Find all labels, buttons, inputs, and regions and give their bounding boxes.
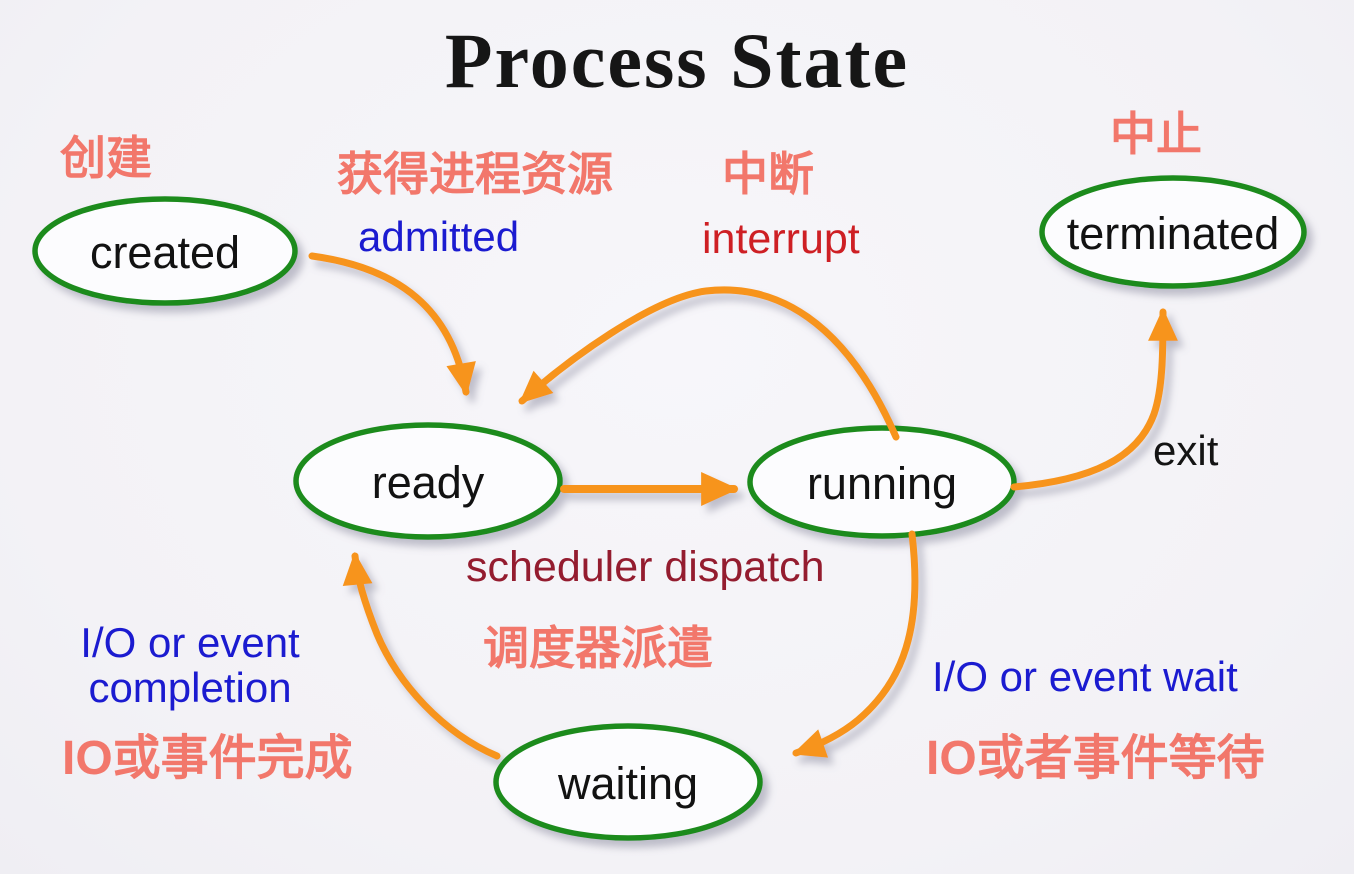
state-ellipse-created — [32, 196, 298, 306]
io-completion-cn-label: IO或事件完成 — [62, 732, 353, 785]
state-label-created: created — [89, 227, 241, 278]
arrow-created-to-ready-admitted — [308, 252, 476, 396]
page-title: Process State — [444, 17, 910, 104]
exit-en-label: exit — [1153, 427, 1219, 474]
state-label-terminated: terminated — [1066, 208, 1280, 259]
created-cn-label: 创建 — [60, 132, 152, 184]
state-label-waiting: waiting — [557, 758, 699, 809]
state-label-running: running — [806, 458, 958, 509]
arrow-running-to-terminated-exit — [1010, 307, 1178, 491]
arrow-waiting-to-ready — [342, 552, 501, 760]
arrow-running-to-ready-interrupt — [518, 286, 900, 441]
interrupt-en-label: interrupt — [702, 215, 860, 263]
interrupt-cn-label: 中断 — [722, 148, 814, 200]
state-ellipse-waiting — [493, 723, 763, 841]
state-ellipse-terminated — [1039, 175, 1307, 289]
scheduler-dispatch-cn-label: 调度器派遣 — [483, 622, 713, 674]
terminated-cn-label: 中止 — [1110, 108, 1202, 160]
arrow-running-to-waiting — [792, 530, 919, 758]
admitted-en-label: admitted — [358, 213, 520, 260]
io-wait-en-label: I/O or event wait — [932, 653, 1238, 700]
io-completion-en-label: I/O or event completion — [80, 619, 300, 712]
state-ellipse-ready — [293, 422, 563, 540]
state-label-ready: ready — [371, 457, 485, 508]
io-wait-cn-label: IO或者事件等待 — [926, 732, 1265, 785]
scheduler-dispatch-en-label: scheduler dispatch — [466, 543, 825, 591]
state-ellipse-running — [747, 425, 1017, 539]
admitted-cn-label: 获得进程资源 — [337, 148, 613, 200]
